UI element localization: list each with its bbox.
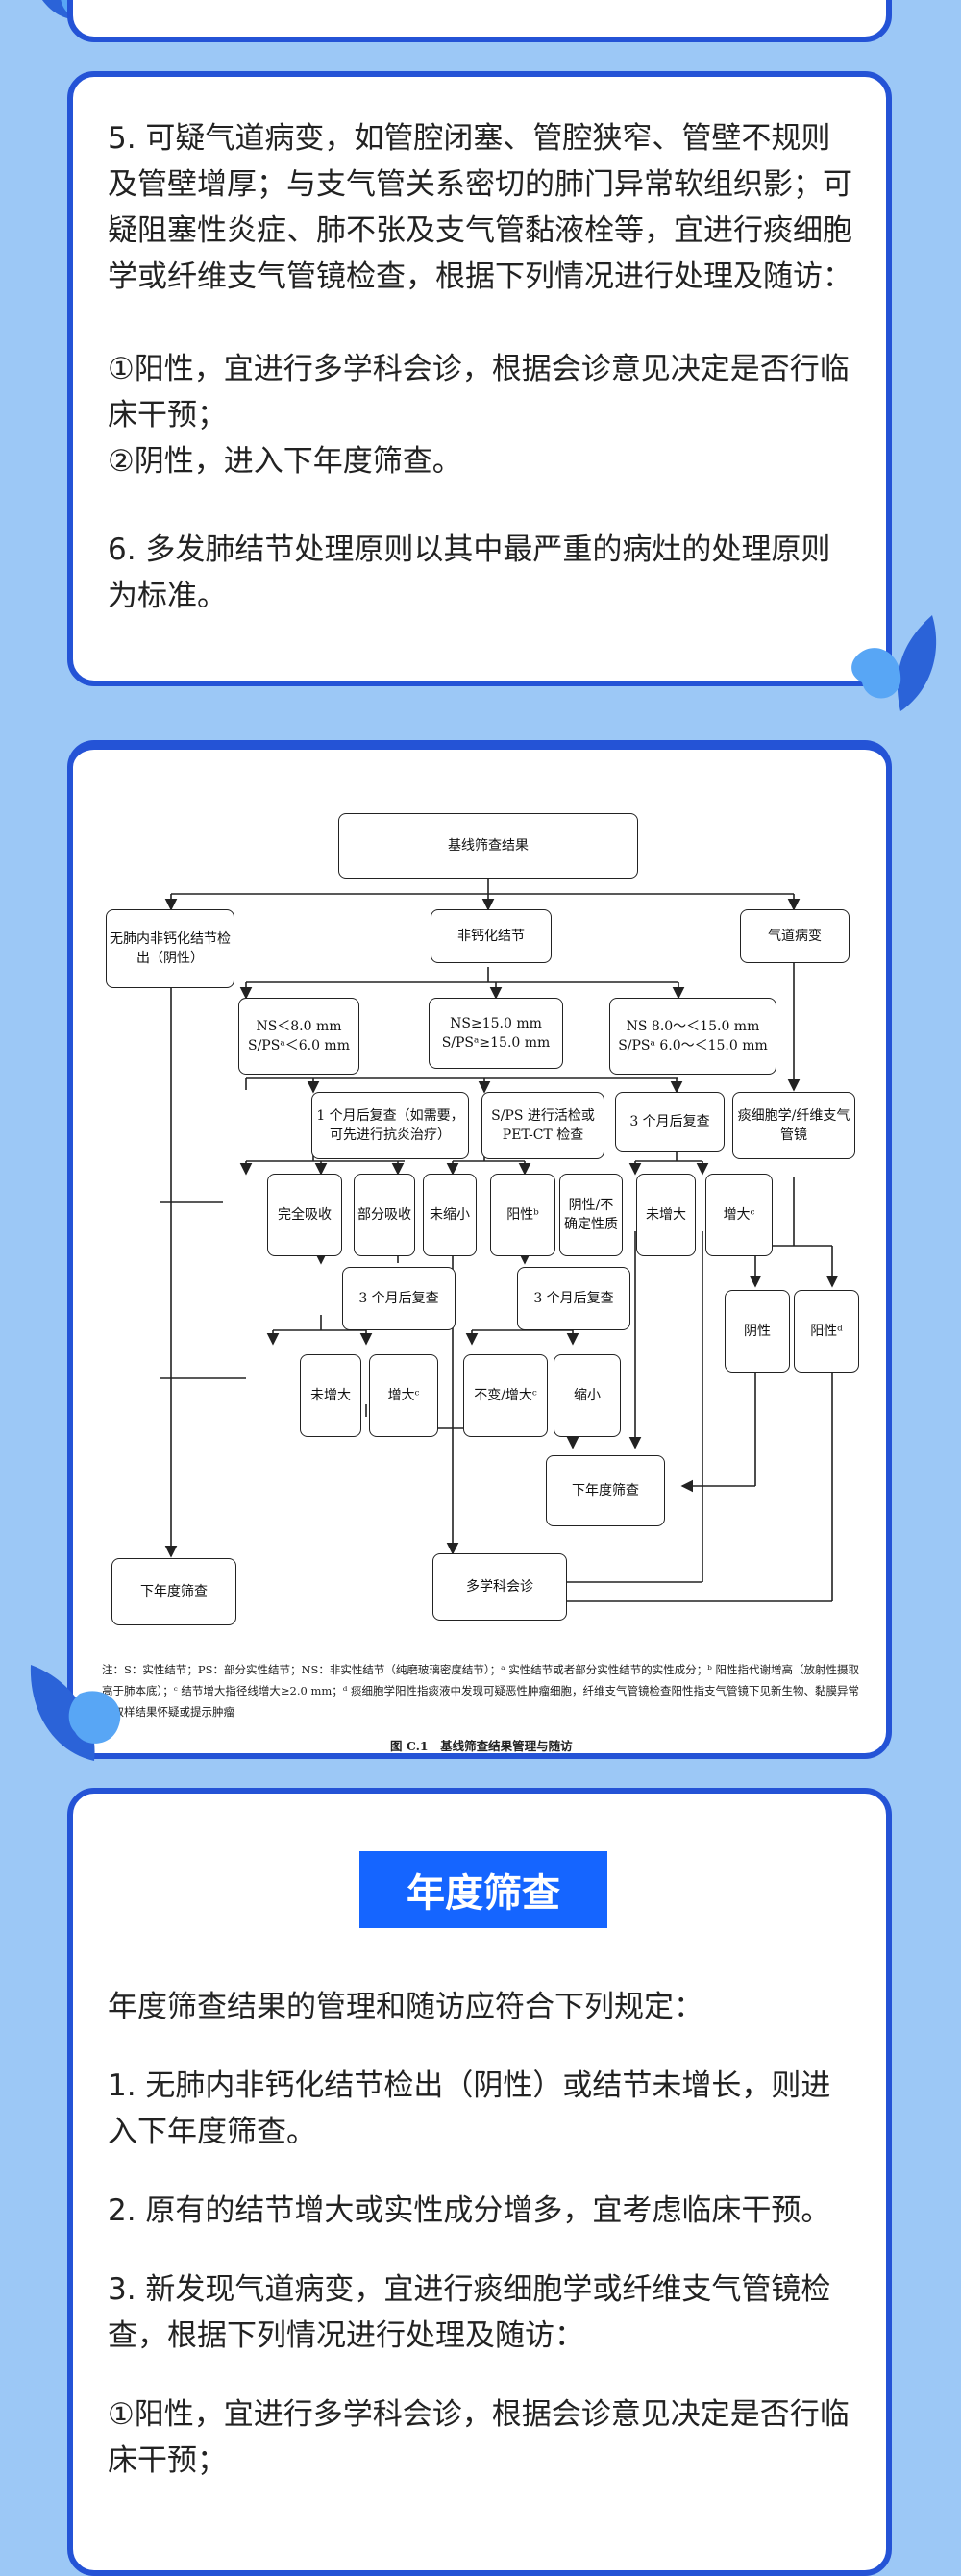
box-enlarged-2: 增大ᶜ (369, 1354, 438, 1437)
leaf-decoration-icon (851, 615, 937, 711)
box-positive-b: 阳性ᵇ (490, 1174, 555, 1256)
flowchart-caption: 图 C.1 基线筛查结果管理与随访 (390, 1739, 573, 1753)
flowchart: 基线筛查结果 无肺内非钙化结节检出（阴性） 非钙化结节 气道病变 NS＜8.0 … (102, 775, 861, 1755)
box-noncalcified-nodule: 非钙化结节 (431, 909, 552, 963)
box-unchanged-enlarged: 不变/增大ᶜ (463, 1354, 548, 1437)
box-next-year-screening-b: 下年度筛查 (111, 1558, 236, 1625)
box-not-enlarged-2: 未增大 (300, 1354, 361, 1437)
flowchart-connectors (160, 879, 839, 1608)
annual-screening-card: 年度筛查 年度筛查结果的管理和随访应符合下列规定： 1. 无肺内非钙化结节检出（… (67, 1788, 892, 2576)
box-next-year-screening-a: 下年度筛查 (546, 1455, 665, 1526)
box-recheck-3-month: 3 个月后复查 (615, 1092, 725, 1152)
box-sputum-bronchoscopy: 痰细胞学/纤维支气管镜 (732, 1092, 855, 1159)
annual-intro: 年度筛查结果的管理和随访应符合下列规定： (108, 1990, 703, 2024)
box-recheck-3-month-b: 3 个月后复查 (342, 1267, 456, 1330)
criteria-card: 5. 可疑气道病变，如管腔闭塞、管腔狭窄、管壁不规则及管壁增厚；与支气管关系密切… (67, 71, 892, 686)
box-mdt: 多学科会诊 (432, 1553, 567, 1621)
box-baseline-result: 基线筛查结果 (338, 813, 638, 879)
box-recheck-1-month: 1 个月后复查（如需要，可先进行抗炎治疗） (311, 1092, 469, 1159)
section-title: 年度筛查 (359, 1851, 607, 1928)
box-positive-d: 阳性ᵈ (794, 1290, 859, 1373)
annual-text: 年度筛查结果的管理和随访应符合下列规定： 1. 无肺内非钙化结节检出（阴性）或结… (108, 1984, 857, 2484)
leaf-decoration-icon (30, 1665, 121, 1761)
box-biopsy-pet: S/PS 进行活检或 PET-CT 检查 (481, 1092, 604, 1159)
box-not-shrunk: 未缩小 (423, 1174, 477, 1256)
box-negative: 阴性 (725, 1290, 790, 1373)
annual-item-3: 3. 新发现气道病变，宜进行痰细胞学或纤维支气管镜检查，根据下列情况进行处理及随… (108, 2272, 831, 2353)
annual-item-2: 2. 原有的结节增大或实性成分增多，宜考虑临床干预。 (108, 2193, 831, 2228)
flowchart-note: 注：S：实性结节；PS：部分实性结节；NS：非实性结节（纯磨玻璃密度结节）；ᵃ … (102, 1663, 860, 1719)
box-ns-ge-15: NS≥15.0 mm S/PSᵃ≥15.0 mm (429, 998, 563, 1069)
flowchart-card: 基线筛查结果 无肺内非钙化结节检出（阴性） 非钙化结节 气道病变 NS＜8.0 … (67, 740, 892, 1759)
item-6: 6. 多发肺结节处理原则以其中最严重的病灶的处理原则为标准。 (108, 533, 831, 613)
box-airway-lesion: 气道病变 (740, 909, 850, 963)
box-ns-lt-8: NS＜8.0 mm S/PSᵃ＜6.0 mm (238, 998, 359, 1075)
box-no-nodule: 无肺内非钙化结节检出（阴性） (106, 909, 234, 988)
box-not-enlarged: 未增大 (636, 1174, 696, 1256)
box-full-absorption: 完全吸收 (267, 1174, 342, 1256)
top-card (67, 0, 892, 42)
box-partial-absorption: 部分吸收 (354, 1174, 415, 1256)
item-5: 5. 可疑气道病变，如管腔闭塞、管腔狭窄、管壁不规则及管壁增厚；与支气管关系密切… (108, 121, 852, 294)
annual-item-3-positive: ①阳性，宜进行多学科会诊，根据会诊意见决定是否行临床干预； (108, 2397, 850, 2478)
box-negative-uncertain: 阴性/不确定性质 (559, 1174, 623, 1256)
item-5-negative: ②阴性，进入下年度筛查。 (108, 444, 462, 479)
box-shrunk: 缩小 (554, 1354, 621, 1437)
annual-item-1: 1. 无肺内非钙化结节检出（阴性）或结节未增长，则进入下年度筛查。 (108, 2068, 831, 2149)
box-recheck-3-month-c: 3 个月后复查 (517, 1267, 630, 1330)
criteria-text: 5. 可疑气道病变，如管腔闭塞、管腔狭窄、管壁不规则及管壁增厚；与支气管关系密切… (108, 115, 857, 619)
item-5-positive: ①阳性，宜进行多学科会诊，根据会诊意见决定是否行临床干预； (108, 352, 850, 433)
box-ns-8-15: NS 8.0～＜15.0 mm S/PSᵃ 6.0～＜15.0 mm (609, 998, 776, 1075)
box-enlarged: 增大ᶜ (705, 1174, 773, 1256)
